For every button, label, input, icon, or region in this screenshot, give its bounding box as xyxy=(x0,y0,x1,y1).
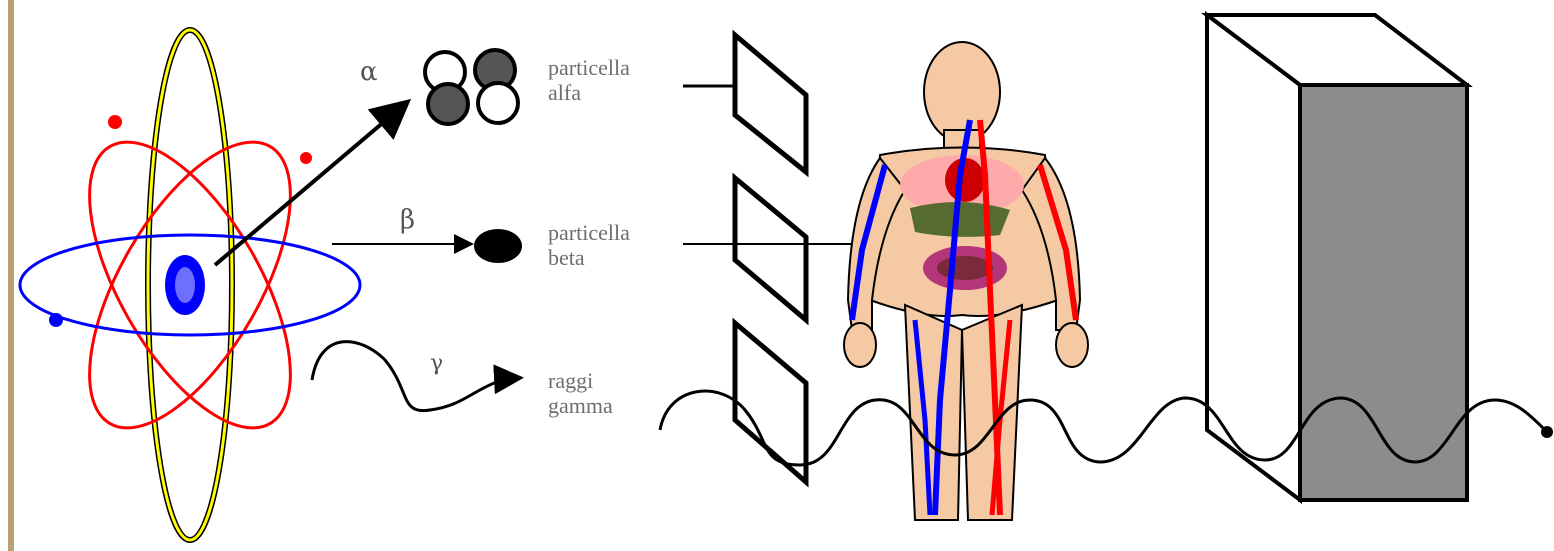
label-beta-line2: beta xyxy=(548,245,585,270)
electron xyxy=(49,313,63,327)
alpha-particle-icon xyxy=(425,50,518,124)
beta-particle-icon xyxy=(474,229,522,263)
atom-icon xyxy=(20,30,360,540)
label-beta-line1: particella xyxy=(548,220,630,245)
beta-symbol: β xyxy=(400,205,415,235)
left-border-stripe xyxy=(8,0,14,551)
gamma-emission-wave xyxy=(312,342,518,411)
human-body-icon xyxy=(844,42,1088,520)
alpha-emission-arrow xyxy=(215,104,405,265)
electron xyxy=(300,152,312,164)
electron xyxy=(108,115,122,129)
label-alpha-line2: alfa xyxy=(548,80,581,105)
shield-block-icon xyxy=(1207,15,1467,500)
gamma-path-end-dot xyxy=(1541,426,1553,438)
alpha-symbol: α xyxy=(360,57,378,87)
label-gamma-line2: gamma xyxy=(548,393,613,418)
label-gamma-line1: raggi xyxy=(548,368,593,393)
gamma-symbol: γ xyxy=(430,351,443,376)
paper-sheet-icon xyxy=(735,35,806,482)
label-alpha-line1: particella xyxy=(548,55,630,80)
